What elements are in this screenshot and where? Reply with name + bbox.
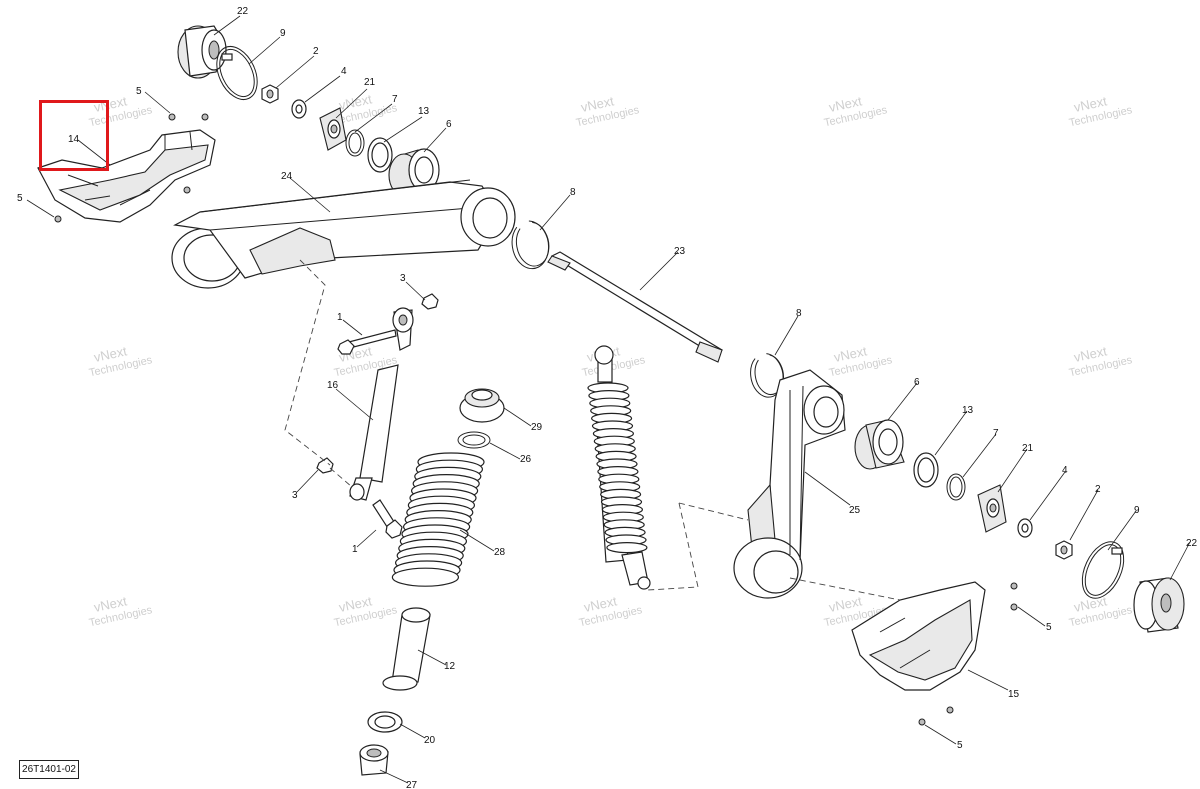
part-27-adjuster-nut bbox=[359, 744, 389, 776]
part-28-spring bbox=[391, 452, 485, 587]
callout-1: 1 bbox=[352, 544, 358, 555]
callout-23: 23 bbox=[674, 246, 686, 257]
callout-2: 2 bbox=[1095, 484, 1101, 495]
callout-2: 2 bbox=[313, 46, 319, 57]
part-25-swing-arm bbox=[733, 369, 846, 599]
part-6-bearing bbox=[388, 148, 440, 197]
coilover-top-eye bbox=[594, 345, 614, 365]
coilover-coil bbox=[606, 541, 648, 554]
highlight-box-part-14 bbox=[39, 100, 109, 171]
callout-26: 26 bbox=[520, 454, 532, 465]
callout-5: 5 bbox=[136, 86, 142, 97]
part-12-sleeve bbox=[382, 607, 431, 691]
coilover-shock bbox=[587, 345, 651, 590]
watermark-line1: vNext bbox=[338, 91, 374, 113]
part-1-bolt bbox=[337, 329, 397, 355]
callout-5: 5 bbox=[957, 740, 963, 751]
part-4-washer bbox=[291, 99, 307, 119]
callout-3: 3 bbox=[292, 490, 298, 501]
callout-21: 21 bbox=[364, 77, 376, 88]
part-26-clip bbox=[457, 431, 491, 449]
callout-25: 25 bbox=[849, 505, 861, 516]
document-id-label: 26T1401-02 bbox=[19, 760, 79, 779]
callout-12: 12 bbox=[444, 661, 456, 672]
callout-22: 22 bbox=[1186, 538, 1198, 549]
callout-5: 5 bbox=[17, 193, 23, 204]
callout-13: 13 bbox=[962, 405, 974, 416]
callout-1: 1 bbox=[337, 312, 343, 323]
callout-16: 16 bbox=[327, 380, 339, 391]
watermark-line1: vNext bbox=[580, 93, 616, 115]
callout-3: 3 bbox=[400, 273, 406, 284]
assembly-lines bbox=[284, 259, 901, 601]
part-5-bolt bbox=[918, 582, 1018, 726]
callout-14: 14 bbox=[68, 134, 80, 145]
callout-6: 6 bbox=[914, 377, 920, 388]
part-9-clamp bbox=[1081, 541, 1125, 599]
part-8-circlip bbox=[750, 353, 784, 398]
watermark-line1: vNext bbox=[1073, 343, 1109, 365]
part-22-hub-cap bbox=[177, 25, 227, 79]
part-6-bearing bbox=[854, 419, 905, 470]
part-29-spring-cup bbox=[459, 388, 505, 423]
coilover-bottom-eye bbox=[637, 576, 651, 590]
callout-20: 20 bbox=[424, 735, 436, 746]
callout-29: 29 bbox=[531, 422, 543, 433]
watermark-line1: vNext bbox=[93, 593, 129, 615]
watermark-line1: vNext bbox=[93, 93, 129, 115]
callout-28: 28 bbox=[494, 547, 506, 558]
leader-lines bbox=[26, 15, 1191, 784]
callout-4: 4 bbox=[341, 66, 347, 77]
callout-21: 21 bbox=[1022, 443, 1034, 454]
callout-15: 15 bbox=[1008, 689, 1020, 700]
part-3-nut bbox=[421, 293, 439, 310]
callout-13: 13 bbox=[418, 106, 430, 117]
watermark-line1: vNext bbox=[338, 593, 374, 615]
callouts: 22 9 2 4 21 7 13 6 5 14 5 24 8 23 3 1 16… bbox=[17, 6, 1198, 789]
part-20-washer bbox=[367, 711, 403, 733]
part-23-shaft bbox=[547, 251, 723, 363]
callout-8: 8 bbox=[796, 308, 802, 319]
watermark-line1: vNext bbox=[93, 343, 129, 365]
part-3-nut bbox=[316, 457, 334, 474]
part-2-nut bbox=[1055, 540, 1073, 560]
watermark-line1: vNext bbox=[1073, 593, 1109, 615]
callout-9: 9 bbox=[280, 28, 286, 39]
part-9-clamp bbox=[216, 46, 258, 100]
watermark-line1: vNext bbox=[828, 593, 864, 615]
watermark-line1: vNext bbox=[583, 593, 619, 615]
spring-coil bbox=[391, 567, 459, 587]
part-13-seal bbox=[367, 137, 393, 173]
part-4-washer bbox=[1017, 518, 1033, 538]
part-7-ring bbox=[345, 129, 365, 157]
watermark-line1: vNext bbox=[833, 343, 869, 365]
callout-5: 5 bbox=[1046, 622, 1052, 633]
callout-24: 24 bbox=[281, 171, 293, 182]
callout-27: 27 bbox=[406, 780, 418, 789]
callout-6: 6 bbox=[446, 119, 452, 130]
part-15-skid-guard bbox=[851, 581, 986, 691]
watermark-line1: vNext bbox=[1073, 93, 1109, 115]
part-8-circlip bbox=[511, 220, 550, 270]
part-13-seal bbox=[913, 452, 939, 488]
callout-22: 22 bbox=[237, 6, 249, 17]
part-22-hub-cap bbox=[1133, 577, 1185, 633]
part-24-swing-arm bbox=[171, 179, 516, 289]
part-7-ring bbox=[946, 473, 966, 501]
callout-7: 7 bbox=[392, 94, 398, 105]
callout-8: 8 bbox=[570, 187, 576, 198]
part-16-shock bbox=[349, 307, 414, 501]
part-14-skid-guard bbox=[37, 129, 216, 223]
part-21-retainer bbox=[319, 107, 347, 151]
part-2-nut bbox=[261, 84, 279, 104]
callout-4: 4 bbox=[1062, 465, 1068, 476]
part-1-bolt bbox=[372, 499, 403, 539]
callout-7: 7 bbox=[993, 428, 999, 439]
part-21-retainer bbox=[977, 484, 1007, 533]
watermark-line1: vNext bbox=[828, 93, 864, 115]
part-5-bolt bbox=[54, 113, 209, 223]
callout-9: 9 bbox=[1134, 505, 1140, 516]
